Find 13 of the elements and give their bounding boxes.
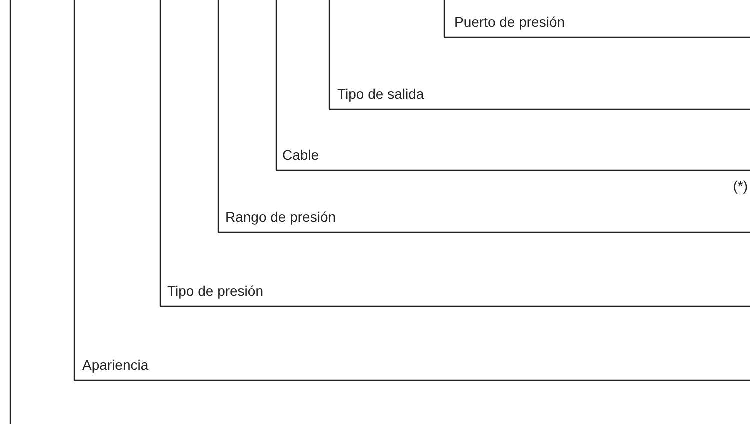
footnote-mark: (*) [733, 178, 748, 194]
leader-line [328, 0, 330, 110]
field-label: Cable [276, 144, 750, 170]
field-label: Tipo de salida [330, 83, 750, 110]
leader-line [444, 0, 446, 38]
field-label: Puerto de presión [444, 11, 750, 38]
field-label: Apariencia [74, 354, 750, 380]
leader-line [160, 0, 162, 306]
leader-line [74, 0, 76, 380]
field-label: Rango de presión [218, 206, 750, 232]
field-label: Tipo de presión [160, 280, 750, 306]
leader-line [218, 0, 220, 232]
leader-line [276, 0, 278, 170]
